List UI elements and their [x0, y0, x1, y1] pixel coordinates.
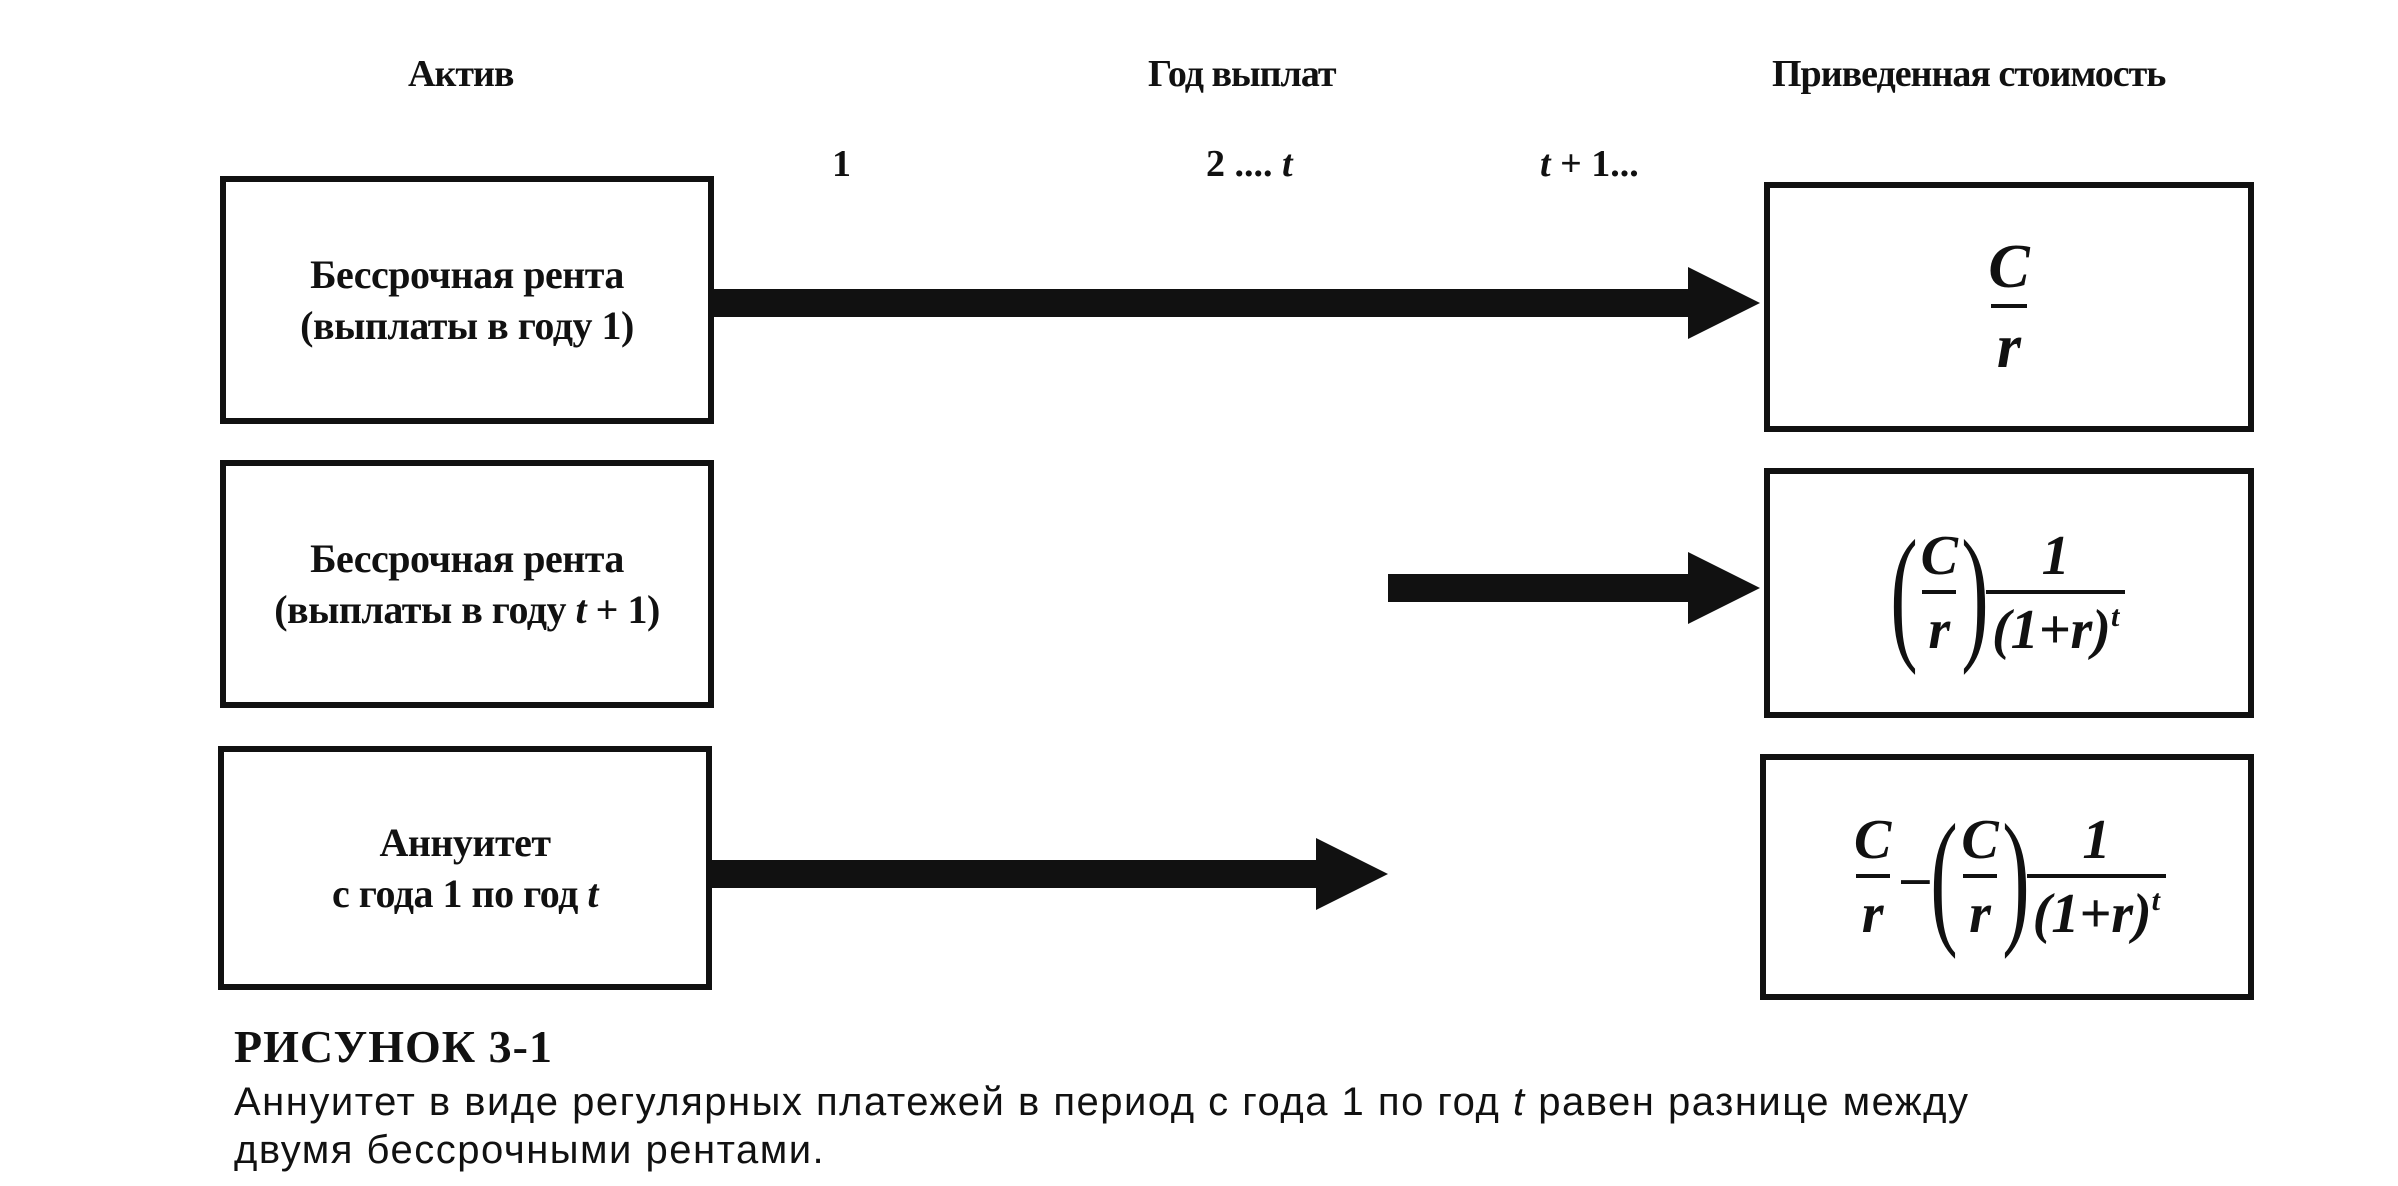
header-present-value: Приведенная стоимость: [1772, 53, 2166, 95]
asset-label: Бессрочная рента: [310, 251, 624, 297]
asset-label: Бессрочная рента: [310, 535, 624, 581]
year-label-2-to-t: 2 .... t: [1206, 143, 1293, 185]
figure-title: РИСУНОК 3-1: [234, 1021, 553, 1072]
asset-sublabel: (выплаты в году 1): [300, 303, 634, 348]
year-label-t-plus-1: t + 1...: [1540, 143, 1639, 185]
asset-box-annuity: Аннуитет с года 1 по год t: [218, 746, 712, 990]
arrow-annuity: [710, 838, 1388, 910]
asset-box-perpetuity-year-t-plus-1: Бессрочная рента (выплаты в году t + 1): [220, 460, 714, 708]
pv-box-annuity: C r – ( C r ) 1 (1+r)t: [1760, 754, 2254, 1000]
header-asset: Актив: [408, 53, 514, 95]
asset-sublabel: (выплаты в году t + 1): [274, 587, 660, 632]
formula-deferred-perpetuity: ( C r ) 1 (1+r)t: [1890, 518, 2126, 668]
asset-sublabel: с года 1 по год t: [332, 871, 598, 916]
caption-line-2: двумя бессрочными рентами.: [234, 1128, 826, 1172]
year-label-1: 1: [832, 143, 851, 185]
formula-c-over-r: C r: [1988, 233, 2030, 381]
header-payment-years: Год выплат: [1148, 53, 1337, 95]
figure-caption: Аннуитет в виде регулярных платежей в пе…: [234, 1078, 1969, 1174]
asset-label: Аннуитет: [379, 819, 551, 865]
asset-box-perpetuity-year-1: Бессрочная рента (выплаты в году 1): [220, 176, 714, 424]
formula-annuity-difference: C r – ( C r ) 1 (1+r)t: [1848, 802, 2166, 952]
pv-box-perpetuity-year-t-plus-1: ( C r ) 1 (1+r)t: [1764, 468, 2254, 718]
arrow-perpetuity-year-t-plus-1: [1388, 552, 1760, 624]
pv-box-perpetuity-year-1: C r: [1764, 182, 2254, 432]
caption-line-1: Аннуитет в виде регулярных платежей в пе…: [234, 1080, 1970, 1124]
arrow-perpetuity-year-1: [712, 267, 1760, 339]
